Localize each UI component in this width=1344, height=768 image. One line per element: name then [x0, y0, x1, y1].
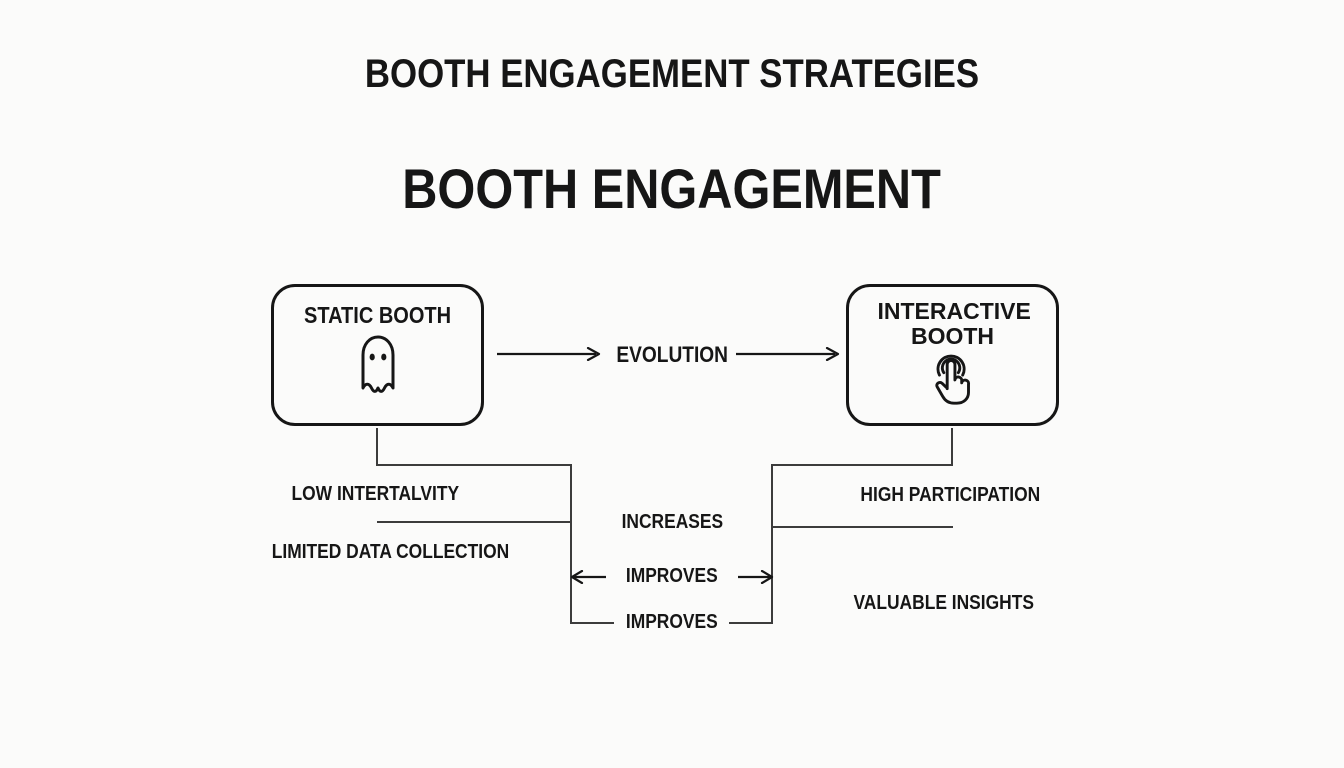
connector-left-drop — [376, 428, 378, 466]
connector-right-horizontal — [771, 464, 953, 466]
connector-low-underline — [377, 521, 572, 523]
feature-limited-data-collection: LIMITED DATA COLLECTION — [271, 541, 510, 563]
interactive-booth-label: INTERACTIVE BOOTH — [877, 298, 1031, 349]
ghost-icon — [355, 330, 401, 394]
title-text: BOOTH ENGAGEMENT — [402, 157, 942, 220]
arrow-right-icon — [497, 347, 601, 361]
relation-improves-bottom: IMPROVES — [626, 611, 718, 633]
connector-left-bottom — [570, 622, 614, 624]
evolution-label: EVOLUTION — [616, 342, 729, 367]
interactive-booth-box: INTERACTIVE BOOTH — [846, 284, 1059, 426]
feature-low-interactivity: LOW INTERTALVITY — [291, 483, 459, 505]
relation-improves-arrows: IMPROVES — [552, 565, 792, 588]
static-booth-label: STATIC BOOTH — [303, 302, 452, 328]
arrow-right-icon — [737, 569, 773, 584]
feature-high-participation: HIGH PARTICIPATION — [860, 484, 1040, 506]
connector-high-underline — [771, 526, 953, 528]
connector-right-bottom — [729, 622, 773, 624]
kicker-text: BOOTH ENGAGEMENT STRATEGIES — [364, 52, 980, 96]
page-title: BOOTH ENGAGEMENT — [0, 156, 1344, 221]
page-kicker: BOOTH ENGAGEMENT STRATEGIES — [0, 52, 1344, 97]
connector-right-drop — [951, 428, 953, 466]
connector-left-vertical — [570, 464, 572, 624]
connector-right-vertical — [771, 464, 773, 624]
arrow-right-icon — [736, 347, 840, 361]
connector-left-horizontal — [376, 464, 572, 466]
feature-valuable-insights: VALUABLE INSIGHTS — [853, 592, 1035, 614]
tap-icon — [922, 347, 984, 409]
improves-label: IMPROVES — [626, 565, 718, 587]
static-booth-box: STATIC BOOTH — [271, 284, 484, 426]
relation-increases: INCREASES — [621, 511, 723, 533]
arrow-left-icon — [571, 569, 607, 584]
